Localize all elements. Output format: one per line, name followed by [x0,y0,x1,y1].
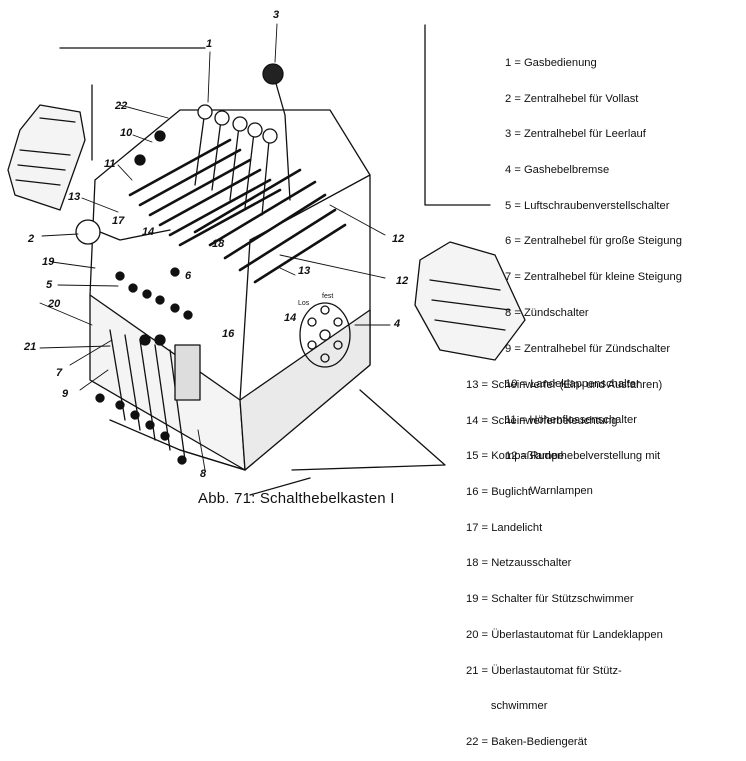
legend-item: 12 = Ruderhebelverstellung mit [505,449,661,462]
legend-item: 11 = Höhenflossenschalter [505,414,637,426]
wall-line [424,24,491,206]
callout-10: 10 [120,127,133,139]
right-rudder-pedal [414,241,526,361]
legend-top: 1 = Gasbedienung 2 = Zentralhebel für Vo… [505,34,682,510]
lever-box-drawing: Los fest [7,23,526,496]
legend-item: 17 = Landelicht [466,521,543,534]
legend-item: 22 = Baken-Bediengerät [466,736,587,748]
dial-mark-fest: fest [322,293,333,300]
brake-dial [299,302,351,368]
legend-item: 1 = Gasbedienung [505,56,597,69]
callout-7: 7 [56,367,63,379]
legend-item: 10 = Landeklappenschalter [505,378,640,391]
callout-5: 5 [46,279,53,291]
callout-22: 22 [115,100,128,112]
callout-20: 20 [48,298,61,310]
box-front-lower [89,294,246,471]
box-edge [239,174,371,401]
callout-13-right: 13 [298,265,311,277]
legend-item: 20 = Überlastautomat für Landeklappen [466,628,663,641]
callout-12-upper: 12 [392,233,405,245]
legend-item: 19 = Schalter für Stützschwimmer [466,593,634,606]
figure-caption: Abb. 71: Schalthebelkasten I [198,490,395,507]
callout-6: 6 [185,270,192,282]
legend-item: 14 = Scheinwerferbeleuchtung [466,414,618,427]
legend-item: 6 = Zentralhebel für große Steigung [505,235,682,248]
legend-item: 13 = Scheinwerfer (Ein- und Ausfahren) [466,378,663,391]
callout-11: 11 [104,158,116,170]
floor-line [291,389,446,471]
callout-4: 4 [394,318,401,330]
callout-18: 18 [212,238,225,250]
legend-item: schwimmer [466,700,548,713]
legend-item: 2 = Zentralhebel für Vollast [505,92,639,105]
legend-item: Warnlampen [505,485,593,498]
callout-3: 3 [273,9,280,21]
legend-bottom: 13 = Scheinwerfer (Ein- und Ausfahren) 1… [466,356,663,761]
left-rudder-pedal [7,104,86,211]
vollast-lever [99,229,171,241]
callout-17: 17 [112,215,125,227]
floor-line [249,477,311,496]
lever-knobs [197,104,278,144]
diagram-figure: Los fest 3 1 22 10 11 13 2 17 14 18 19 6… [7,9,682,748]
callout-1: 1 [206,38,213,50]
callout-8: 8 [200,468,207,480]
box-base [109,419,246,471]
switch-knobs [95,130,193,465]
callout-19: 19 [42,256,55,268]
ignition-switches [109,329,201,461]
callout-16: 16 [222,328,235,340]
legend-item: 15 = Kompaßlampe [466,450,564,463]
vollast-knob [75,219,101,245]
callout-2: 2 [28,233,35,245]
legend-item: 4 = Gashebelbremse [505,163,610,176]
leerlauf-knob [262,63,284,85]
legend-item: 9 = Zentralhebel für Zündschalter [505,342,671,355]
legend-item: 8 = Zündschalter [505,306,589,319]
legend-item: 5 = Luftschraubenverstellschalter [505,199,670,212]
callout-13-left: 13 [68,191,81,203]
legend-item: 3 = Zentralhebel für Leerlauf [505,128,646,141]
dial-mark-los: Los [298,300,310,307]
lever-slots [128,138,347,284]
callout-21: 21 [24,341,37,353]
callout-14-right: 14 [284,312,297,324]
callout-9: 9 [62,388,69,400]
callout-12-lower: 12 [396,275,409,287]
legend-item: 7 = Zentralhebel für kleine Steigung [505,271,682,284]
leader-lines [39,23,391,471]
legend-item: 18 = Netzausschalter [466,557,572,570]
legend-item: 21 = Überlastautomat für Stütz- [466,664,622,677]
callout-14-left: 14 [142,226,155,238]
legend-item: 16 = Buglicht [466,485,531,498]
